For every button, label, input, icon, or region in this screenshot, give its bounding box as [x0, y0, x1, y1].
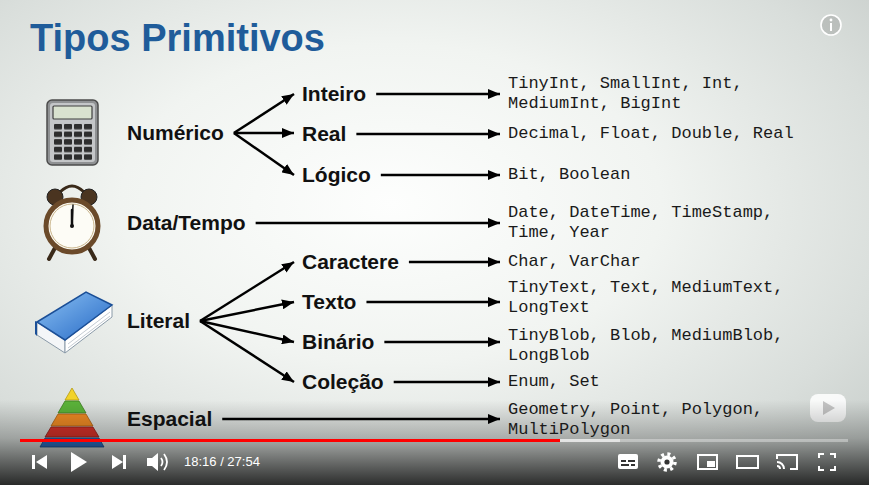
type-list-text: Char, VarChar — [508, 252, 808, 272]
arrow-connector — [376, 93, 500, 96]
volume-button — [147, 453, 167, 471]
subcategory-text: Real — [302, 121, 346, 147]
type-list-text: TinyInt, SmallInt, Int, MediumInt, BigIn… — [508, 74, 808, 114]
type-list: Geometry, Point, Polygon, MultiPolygon — [502, 398, 814, 442]
subcategory-label: Lógico — [296, 160, 377, 190]
arrow-connector — [234, 94, 294, 133]
subcategory-text: Texto — [302, 289, 356, 315]
settings-button — [659, 454, 675, 470]
subcategory-label: Texto — [296, 287, 362, 317]
subcategory-label: Coleção — [296, 367, 390, 397]
arrow-connector — [409, 261, 500, 264]
type-list-text: Bit, Boolean — [508, 165, 808, 185]
type-list-text: TinyText, Text, MediumText, LongText — [508, 278, 808, 318]
subtitles-button — [618, 454, 638, 469]
arrow-connector — [384, 341, 500, 344]
subcategory-text: Binário — [302, 329, 374, 355]
type-list: Char, VarChar — [502, 250, 814, 274]
category-text: Literal — [127, 308, 190, 334]
category-label: Literal — [121, 306, 196, 336]
arrow-connector — [366, 301, 500, 304]
play-button — [71, 452, 87, 472]
next-button — [112, 455, 126, 469]
slide-title: Tipos Primitivos — [30, 17, 325, 60]
category-label: Data/Tempo — [121, 208, 252, 238]
alarm-clock-icon — [46, 186, 98, 259]
miniplayer-button — [698, 455, 717, 469]
previous-button — [32, 455, 47, 469]
subcategory-label: Inteiro — [296, 79, 372, 109]
arrow-connector — [381, 174, 500, 177]
player-time: 18:16 / 27:54 — [184, 454, 260, 470]
subcategory-text: Coleção — [302, 369, 384, 395]
type-list: Date, DateTime, TimeStamp, Time, Year — [502, 201, 814, 245]
subcategory-text: Inteiro — [302, 81, 366, 107]
subcategory-text: Lógico — [302, 162, 371, 188]
type-list-text: Decimal, Float, Double, Real — [508, 124, 808, 144]
arrow-connector — [256, 222, 500, 225]
arrow-connector — [200, 262, 294, 321]
cast-button — [777, 455, 797, 469]
type-list: Decimal, Float, Double, Real — [502, 122, 814, 146]
type-list-text: TinyBlob, Blob, MediumBlob, LongBlob — [508, 326, 808, 366]
arrow-connector — [200, 321, 294, 382]
subcategory-text: Caractere — [302, 249, 399, 275]
type-list: TinyText, Text, MediumText, LongText — [502, 276, 814, 320]
arrow-connector — [234, 133, 294, 175]
arrow-connector — [222, 418, 500, 421]
arrow-connector — [356, 133, 500, 136]
calculator-icon — [47, 100, 98, 165]
category-label: Espacial — [121, 404, 218, 434]
type-list-text: Enum, Set — [508, 372, 808, 392]
info-icon — [821, 15, 841, 35]
category-text: Data/Tempo — [127, 210, 246, 236]
arrow-connector — [234, 132, 294, 135]
type-list: TinyBlob, Blob, MediumBlob, LongBlob — [502, 324, 814, 368]
type-list: Enum, Set — [502, 370, 814, 394]
category-text: Numérico — [127, 120, 224, 146]
type-list: Bit, Boolean — [502, 163, 814, 187]
progress-bar — [20, 439, 848, 442]
arrow-connector — [394, 381, 500, 384]
theater-button — [737, 456, 758, 468]
book-icon — [35, 292, 112, 353]
fullscreen-button — [819, 454, 835, 470]
subcategory-label: Binário — [296, 327, 380, 357]
type-list-text: Date, DateTime, TimeStamp, Time, Year — [508, 203, 808, 243]
arrow-connector — [200, 302, 294, 321]
subcategory-label: Real — [296, 119, 352, 149]
category-label: Numérico — [121, 118, 230, 148]
category-text: Espacial — [127, 406, 212, 432]
type-list: TinyInt, SmallInt, Int, MediumInt, BigIn… — [502, 72, 814, 116]
subcategory-label: Caractere — [296, 247, 405, 277]
type-list-text: Geometry, Point, Polygon, MultiPolygon — [508, 400, 808, 440]
